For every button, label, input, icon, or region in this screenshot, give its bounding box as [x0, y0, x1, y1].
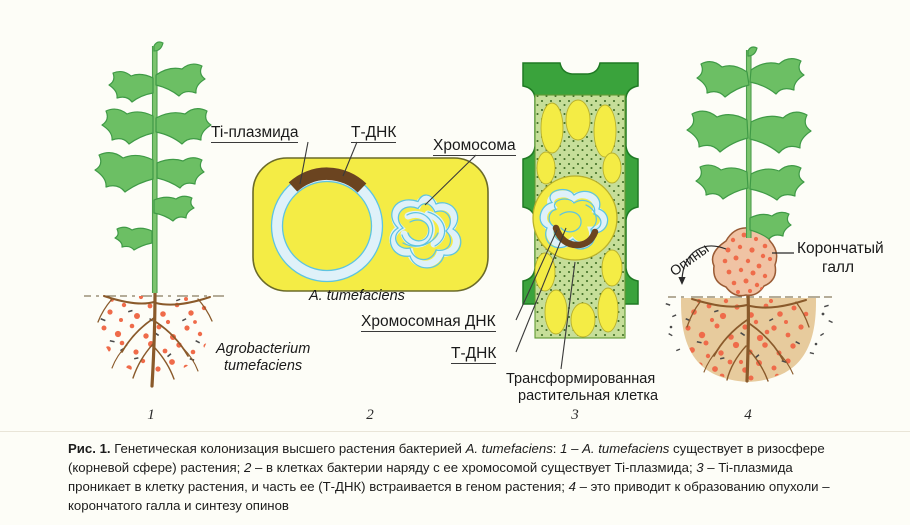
label-transformed-cell-line2: растительная клетка	[518, 388, 659, 404]
leaves-4	[686, 46, 812, 240]
panel-4-crown-gall-plant: 4	[665, 46, 833, 423]
panel-number-1: 1	[147, 407, 155, 423]
caption-num-1: 1	[560, 441, 568, 456]
label-agrobacterium-line2: tumefaciens	[224, 358, 303, 374]
caption-text-1: Генетическая колонизация высшего растени…	[110, 441, 466, 456]
integrated-t-dna	[552, 224, 599, 249]
root-system-4	[686, 290, 810, 383]
caption-species-1: A. tumefaciens	[465, 441, 553, 456]
panel-number-4: 4	[744, 407, 752, 423]
caption-text-4: существует в ризосфере (корневой сфере) …	[68, 441, 825, 475]
caption-text-2: :	[552, 441, 561, 456]
caption-text-3: –	[567, 441, 583, 456]
label-crown-gall-line1: Корончатый	[797, 240, 884, 257]
caption-text-6: – Ti-плазмида проникает в клетку растени…	[68, 459, 793, 494]
caption-num-2: 2	[243, 459, 252, 475]
leader-lines-panel-3	[515, 227, 576, 370]
caption-text-5: – в клетках бактерии наряду с ее хромосо…	[251, 459, 697, 475]
label-chromosome: Хромосома	[433, 137, 516, 157]
caption-species-2: A. tumefaciens	[582, 441, 670, 456]
label-agrobacterium-line1: Agrobacterium	[216, 341, 311, 357]
panel-3-transformed-plant-cell: 3	[522, 62, 639, 423]
plant-chromosomal-dna	[539, 188, 609, 250]
crown-gall	[711, 227, 778, 297]
caption-num-4: 4	[568, 478, 576, 494]
rhizosphere-bacteria-4	[685, 298, 809, 381]
label-ti-plasmid: Ti-плазмида	[211, 124, 299, 144]
diagram-artwork: 1 2	[84, 41, 833, 423]
figure-caption: Рис. 1. Генетическая колонизация высшего…	[68, 440, 858, 516]
figure-illustration-area: 1 2	[84, 41, 884, 423]
label-crown-gall-line2: галл	[822, 259, 855, 276]
panel-2-bacterial-cell: 2	[252, 157, 489, 423]
label-a-tumefaciens: A. tumefaciens	[309, 288, 405, 304]
caption-divider	[0, 431, 910, 432]
apex-1	[153, 41, 164, 52]
panel-number-2: 2	[366, 407, 374, 423]
bacterial-chromosome	[389, 195, 460, 268]
caption-text-7: – это приводит к образованию опухоли – к…	[68, 478, 830, 513]
leader-lines-panel-2	[299, 141, 477, 206]
vacuoles	[534, 99, 623, 338]
label-t-dna-plasmid: Т-ДНК	[351, 124, 397, 144]
root-system-1	[97, 290, 213, 388]
leaves-1	[94, 63, 212, 251]
label-t-dna-plant-cell: Т-ДНК	[451, 345, 497, 365]
caption-num-3: 3	[696, 459, 704, 475]
opines-arrow	[681, 245, 727, 280]
label-transformed-cell-line1: Трансформированная	[506, 371, 656, 387]
label-chromosomal-dna: Хромосомная ДНК	[361, 313, 496, 333]
panel-1-plant-with-rhizosphere: 1	[84, 41, 228, 423]
caption-figure-number: Рис. 1.	[68, 441, 111, 456]
panel-number-3: 3	[570, 407, 579, 423]
soil-speckles-outside-4	[665, 303, 833, 355]
